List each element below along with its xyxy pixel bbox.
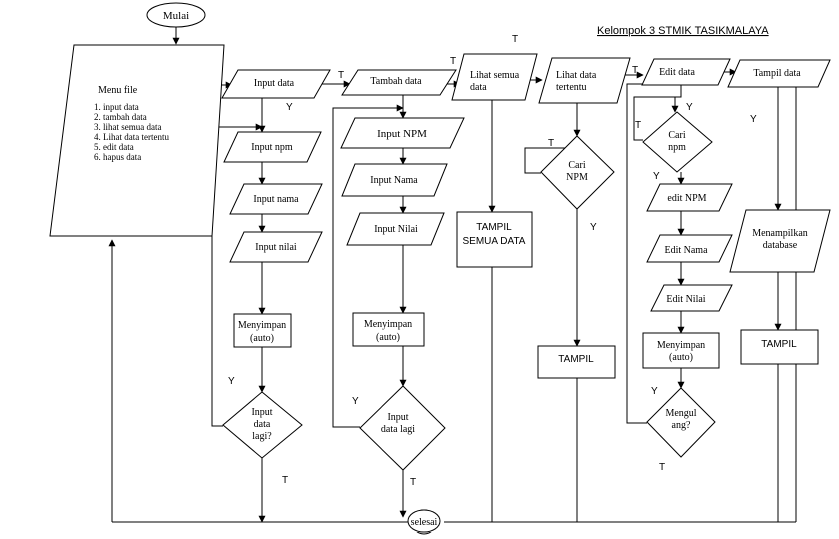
col-tambah-decision-2: data lagi <box>381 424 415 435</box>
col-semua-tampil-1: TAMPIL <box>476 222 512 233</box>
col-input-save-2: (auto) <box>250 333 274 344</box>
start-label: Mulai <box>163 10 189 22</box>
col-edit-decision2-1: Mengul <box>665 408 696 419</box>
col-input-decision-1: Input <box>251 407 272 418</box>
col-tampil: Menampilkan database TAMPIL <box>729 209 831 365</box>
branch-t-label: T <box>548 138 554 149</box>
branch-t-label: T <box>282 475 288 486</box>
branch-t-label: T <box>632 65 638 76</box>
menu-item-3: 3. lihat semua data <box>94 122 161 132</box>
io-tambah-data: Tambah data <box>341 69 457 96</box>
menu-item-5: 5. edit data <box>94 142 134 152</box>
io-lihat-semua: Lihat semua data <box>451 53 538 101</box>
io-edit-data-label: Edit data <box>659 67 695 78</box>
col-edit-decision-1: Cari <box>668 130 685 141</box>
col-tambah: Input NPM Input Nama Input Nilai Menyimp… <box>340 117 465 471</box>
branch-y-label: Y <box>286 102 293 113</box>
io-edit-data: Edit data <box>641 58 731 86</box>
col-edit: Cari npm edit NPM Edit Nama Edit Nilai M… <box>642 111 733 458</box>
col-edit-save-1: Menyimpan <box>657 340 705 351</box>
col-edit-decision2-2: ang? <box>672 420 691 431</box>
col-tambah-decision-1: Input <box>387 412 408 423</box>
branch-y-label: Y <box>686 102 693 113</box>
col-input-decision-2: data <box>254 419 271 430</box>
col-input-nama: Input nama <box>253 194 299 205</box>
col-tertentu-decision-2: NPM <box>566 172 588 183</box>
col-tambah-save-2: (auto) <box>376 332 400 343</box>
menu-item-1: 1. input data <box>94 102 139 112</box>
branch-t-label: T <box>410 477 416 488</box>
end-label: selesai <box>411 517 438 528</box>
io-lihat-tertentu-label-2: tertentu <box>556 82 587 93</box>
menu-item-6: 6. hapus data <box>94 152 141 162</box>
io-lihat-tertentu-label-1: Lihat data <box>556 70 597 81</box>
col-edit-nilai: Edit Nilai <box>666 294 705 305</box>
io-input-data-label: Input data <box>254 78 295 89</box>
io-lihat-tertentu: Lihat data tertentu <box>538 57 631 104</box>
branch-y-label: Y <box>590 222 597 233</box>
menu-item-4: 4. Lihat data tertentu <box>94 132 169 142</box>
end-terminal: selesai <box>407 509 444 535</box>
menu-item-2: 2. tambah data <box>94 112 147 122</box>
branch-y-label: Y <box>352 396 359 407</box>
io-tampil-data: Tampil data <box>727 59 831 88</box>
menu-title: Menu file <box>98 85 138 96</box>
col-tampil-proc-1: Menampilkan <box>752 228 808 239</box>
col-input-decision-3: lagi? <box>252 431 272 442</box>
branch-t-label: T <box>338 70 344 81</box>
col-input-save-1: Menyimpan <box>238 320 286 331</box>
col-input: Input npm Input nama Input nilai Menyimp… <box>222 131 323 459</box>
col-tertentu-tampil: TAMPIL <box>558 354 594 365</box>
col-tampil-proc-2: database <box>763 240 798 251</box>
col-semua: TAMPIL SEMUA DATA <box>456 211 533 268</box>
io-tambah-data-label: Tambah data <box>370 76 422 87</box>
col-input-npm: Input npm <box>251 142 293 153</box>
col-tertentu-decision-1: Cari <box>568 160 585 171</box>
io-tampil-data-label: Tampil data <box>753 68 801 79</box>
col-tambah-npm: Input NPM <box>377 128 427 140</box>
io-lihat-semua-label-2: data <box>470 82 487 93</box>
col-tertentu: Cari NPM TAMPIL <box>537 135 616 379</box>
branch-y-label: Y <box>228 376 235 387</box>
connector-lines <box>108 27 797 523</box>
col-edit-save-2: (auto) <box>669 352 693 363</box>
col-input-nilai: Input nilai <box>255 242 297 253</box>
col-tambah-nilai: Input Nilai <box>374 224 418 235</box>
io-input-data: Input data <box>221 69 331 99</box>
branch-y-label: Y <box>653 171 660 182</box>
col-edit-npm: edit NPM <box>667 193 706 204</box>
branch-t-label: T <box>450 56 456 67</box>
menu-file-box: Menu file 1. input data 2. tambah data 3… <box>49 44 225 237</box>
branch-t-label: T <box>659 462 665 473</box>
top-t-label: T <box>512 34 518 45</box>
col-tambah-save-1: Menyimpan <box>364 319 412 330</box>
col-tampil-tampil: TAMPIL <box>761 339 797 350</box>
branch-y-label: Y <box>651 386 658 397</box>
col-semua-tampil-2: SEMUA DATA <box>463 236 526 247</box>
col-edit-nama: Edit Nama <box>664 245 708 256</box>
io-lihat-semua-label-1: Lihat semua <box>470 70 520 81</box>
col-tambah-nama: Input Nama <box>370 175 418 186</box>
branch-t-label: T <box>635 120 641 131</box>
col-edit-decision-2: npm <box>668 142 686 153</box>
branch-y-label: Y <box>750 114 757 125</box>
header-title: Kelompok 3 STMIK TASIKMALAYA <box>597 25 769 37</box>
branch-labels: T T T T T T T T Y Y Y Y Y Y Y Y <box>228 56 757 488</box>
start-terminal: Mulai <box>146 2 206 28</box>
